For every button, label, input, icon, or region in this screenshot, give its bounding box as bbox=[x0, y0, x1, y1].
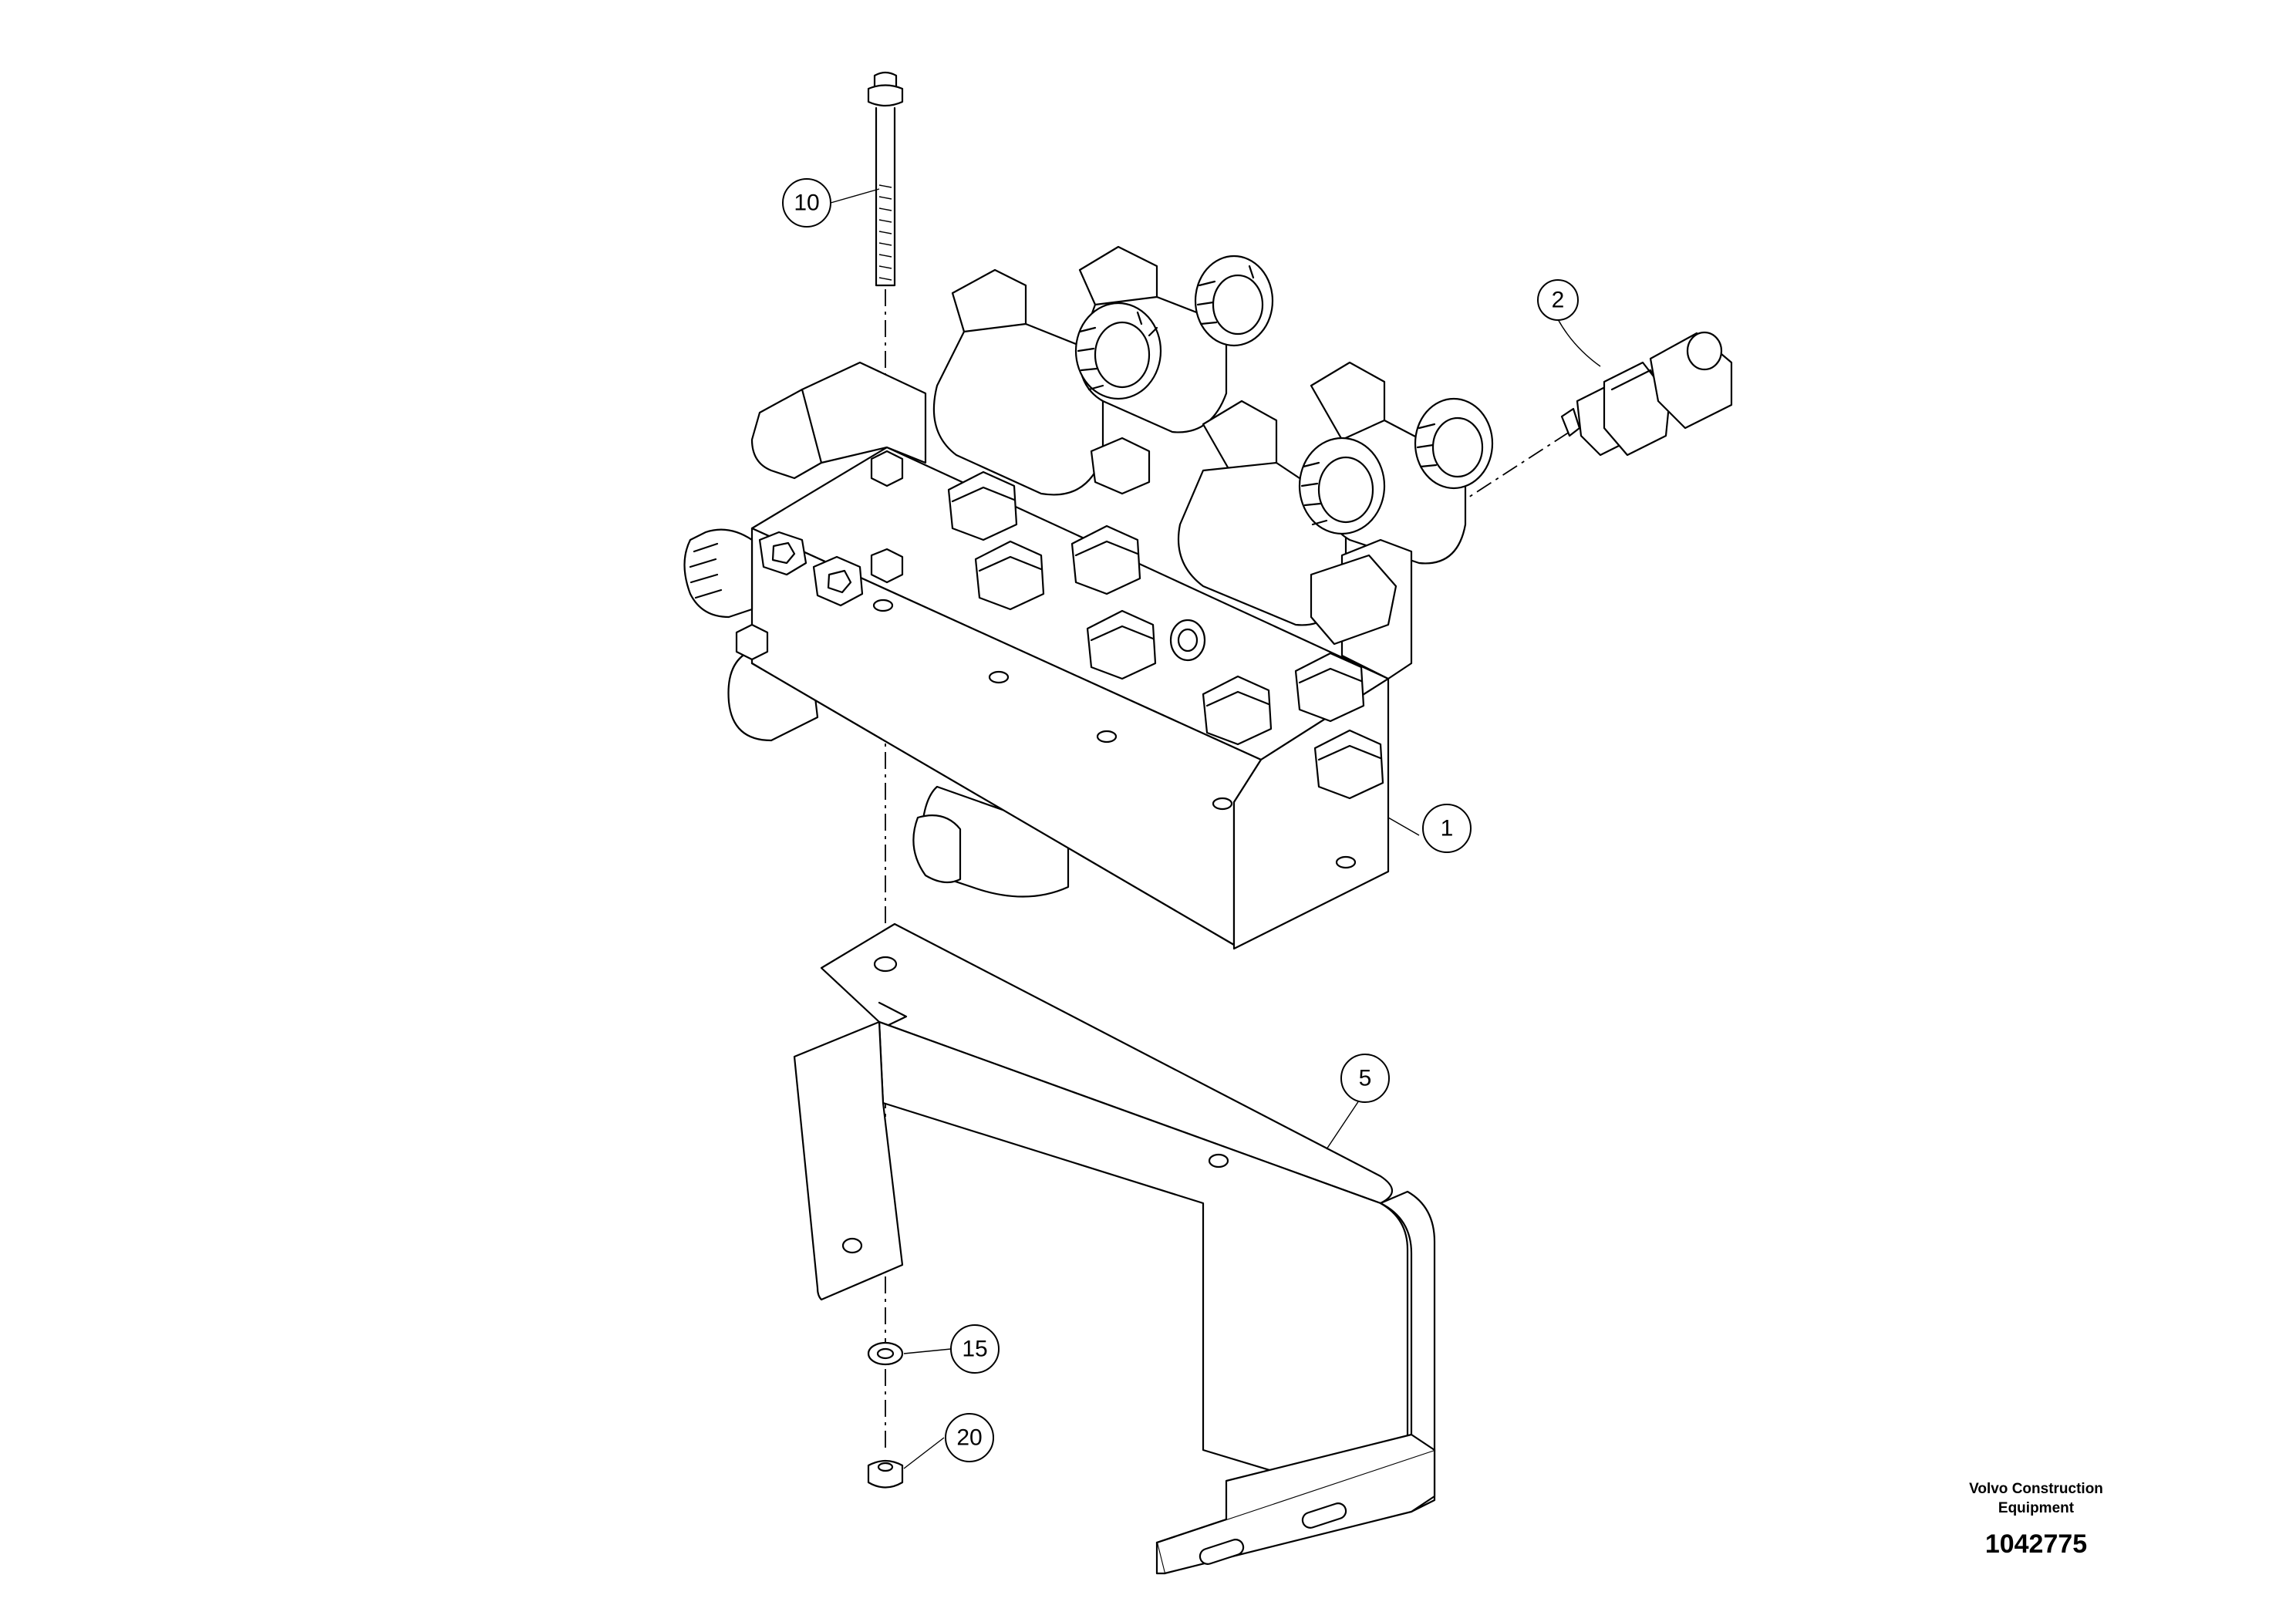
callout-1: 1 bbox=[1422, 804, 1472, 853]
callout-label: 5 bbox=[1359, 1066, 1372, 1091]
callout-5: 5 bbox=[1340, 1054, 1390, 1103]
washer-part-15 bbox=[867, 1341, 904, 1366]
brand-block: Volvo Construction Equipment 1042775 bbox=[1913, 1479, 2159, 1560]
brand-name: Volvo Construction Equipment bbox=[1969, 1481, 2103, 1516]
callout-2: 2 bbox=[1537, 279, 1579, 321]
callout-20: 20 bbox=[945, 1413, 994, 1462]
callout-label: 20 bbox=[956, 1425, 982, 1451]
callout-10: 10 bbox=[782, 178, 831, 228]
valve-block-part-1 bbox=[683, 245, 1494, 950]
callout-label: 15 bbox=[962, 1337, 987, 1362]
callout-15: 15 bbox=[950, 1324, 1000, 1374]
nut-part-20 bbox=[867, 1459, 904, 1489]
drawing-number: 1042775 bbox=[1984, 1529, 2088, 1559]
bolt-part-10 bbox=[867, 71, 904, 287]
bracket-part-5 bbox=[793, 922, 1436, 1575]
callout-label: 1 bbox=[1441, 816, 1454, 841]
connector-part-2 bbox=[1560, 331, 1733, 457]
callout-label: 10 bbox=[794, 191, 819, 216]
callout-label: 2 bbox=[1552, 288, 1565, 313]
